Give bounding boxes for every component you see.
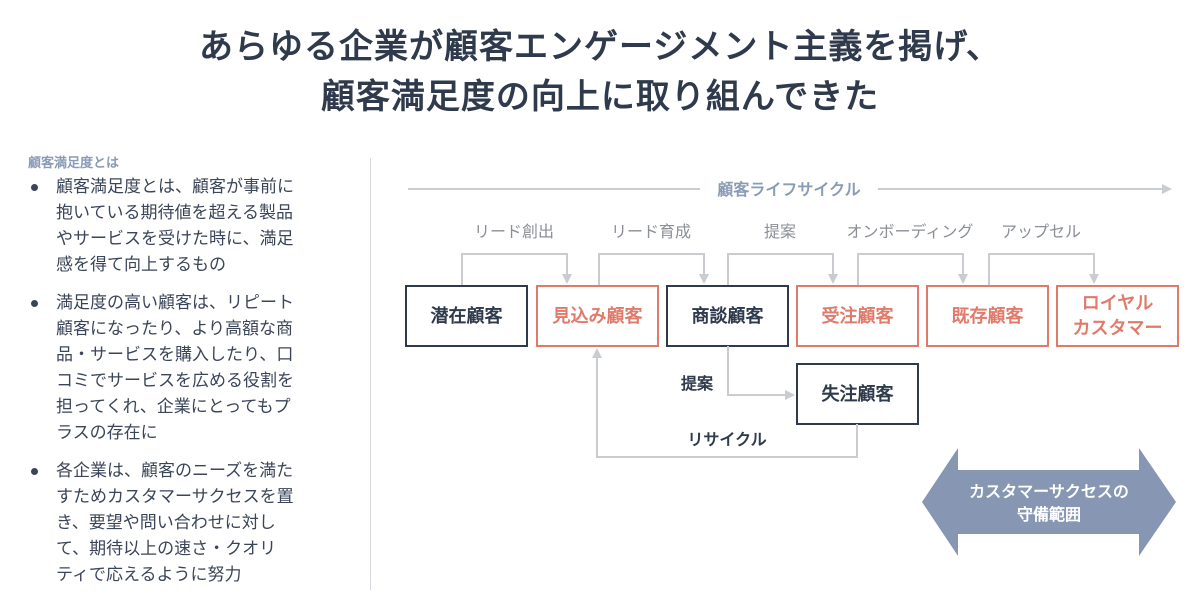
recycle-arrow xyxy=(592,348,858,458)
bullet-line: コミでサービスを広める役割を xyxy=(56,371,294,391)
bullet-dot-icon xyxy=(31,184,38,191)
transition-label-lead-gen: リード創出 xyxy=(474,222,554,241)
stage-label-prospect: 見込み顧客 xyxy=(552,305,644,327)
stage-box-prospect xyxy=(536,285,659,347)
transition-label-proposal: 提案 xyxy=(764,222,796,241)
title-line-2: 顧客満足度の向上に取り組んできた xyxy=(320,77,880,117)
cs-scope-label-line2: 守備範囲 xyxy=(1017,505,1081,524)
stage-label-loyal-line2: カスタマー xyxy=(1073,318,1163,339)
transition-arrow-1 xyxy=(461,253,572,286)
title-line-1: あらゆる企業が顧客エンゲージメント主義を掲げ、 xyxy=(199,27,1001,67)
bullet-line: 顧客になったり、より高額な商 xyxy=(56,319,293,339)
bullet-line: ラスの存在に xyxy=(56,423,158,443)
stage-box-potential xyxy=(405,285,528,347)
bullet-dot-icon xyxy=(31,468,38,475)
transition-label-upsell: アップセル xyxy=(1001,222,1081,241)
stage-box-won xyxy=(796,285,919,347)
recycle-label: リサイクル xyxy=(687,430,766,449)
bullet-line: 感を得て向上するもの xyxy=(56,255,226,275)
bullet-line: 抱いている期待値を超える製品 xyxy=(56,203,293,223)
lifecycle-label: 顧客ライフサイクル xyxy=(717,180,860,199)
cs-scope-arrow xyxy=(922,448,1176,556)
bullet-line: やサービスを受けた時に、満足 xyxy=(56,229,294,249)
bullet-line: ティで応えるように努力 xyxy=(56,565,242,585)
bullet-line: き、要望や問い合わせに対し xyxy=(56,513,276,533)
cs-scope-label-line1: カスタマーサクセスの xyxy=(969,482,1129,501)
vertical-divider xyxy=(370,158,371,590)
transition-label-lead-nurture: リード育成 xyxy=(611,222,691,241)
bullet-line: 各企業は、顧客のニーズを満た xyxy=(56,461,294,481)
stage-label-loyal-line1: ロイヤル xyxy=(1082,293,1153,314)
bullet-line: 担ってくれ、企業にとってもプ xyxy=(56,397,291,417)
stage-label-won: 受注顧客 xyxy=(822,305,895,327)
sidebar-heading: 顧客満足度とは xyxy=(28,156,120,171)
bullet-dot-icon xyxy=(31,300,38,307)
stage-box-negotiation xyxy=(666,285,789,347)
bullet-list: 顧客満足度とは、顧客が事前に 抱いている期待値を超える製品 やサービスを受けた時… xyxy=(28,174,348,600)
page-title: あらゆる企業が顧客エンゲージメント主義を掲げ、 顧客満足度の向上に取り組んできた xyxy=(0,22,1200,122)
bullet-line: 顧客満足度とは、顧客が事前に xyxy=(56,177,294,197)
bullet-item: 顧客満足度とは、顧客が事前に 抱いている期待値を超える製品 やサービスを受けた時… xyxy=(28,174,348,278)
bullet-line: すためカスタマーサクセスを置 xyxy=(56,487,294,507)
lost-arrow-label: 提案 xyxy=(681,374,714,393)
bullet-item: 満足度の高い顧客は、リピート 顧客になったり、より高額な商 品・サービスを購入し… xyxy=(28,290,348,446)
transition-arrow-3 xyxy=(727,253,838,286)
bullet-line: 品・サービスを購入したり、口 xyxy=(56,345,294,365)
lost-arrow xyxy=(727,346,795,400)
stage-box-lost xyxy=(796,363,919,425)
transition-label-onboarding: オンボーディング xyxy=(847,222,974,241)
transition-arrow-4 xyxy=(857,253,968,286)
bullet-item: 各企業は、顧客のニーズを満た すためカスタマーサクセスを置 き、要望や問い合わせ… xyxy=(28,458,348,588)
transition-arrow-5 xyxy=(988,253,1099,286)
bullet-line: 満足度の高い顧客は、リピート xyxy=(56,293,294,313)
stage-box-loyal xyxy=(1056,285,1179,347)
stage-label-potential: 潜在顧客 xyxy=(431,305,504,327)
stage-box-existing xyxy=(926,285,1049,347)
stage-label-negotiation: 商談顧客 xyxy=(692,305,765,327)
bullet-line: て、期待以上の速さ・クオリ xyxy=(56,539,277,559)
transition-arrow-2 xyxy=(598,253,709,286)
stage-label-existing: 既存顧客 xyxy=(952,305,1025,327)
stage-label-lost: 失注顧客 xyxy=(822,383,895,405)
